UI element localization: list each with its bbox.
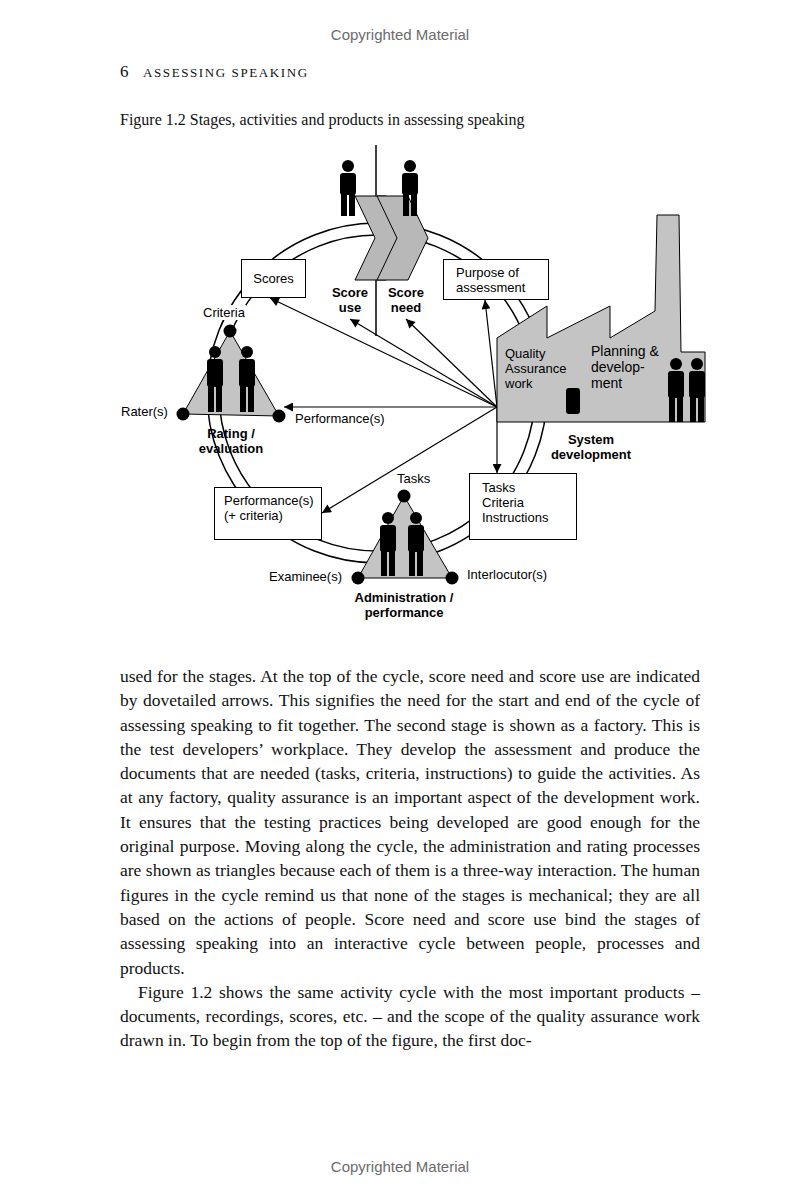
- person-figure: [417, 549, 423, 576]
- vertex-dot: [352, 572, 365, 585]
- node-text: Scores: [253, 271, 293, 286]
- person-figure: [380, 525, 396, 552]
- factory-shape: Quality Assurance work Planning & develop…: [497, 215, 707, 422]
- vertex-dot: [446, 572, 459, 585]
- person-figure: [670, 358, 682, 370]
- activity-arrow: [284, 406, 497, 407]
- vertex-label: Examinee(s): [268, 569, 343, 584]
- node-text: Rating / evaluation: [178, 426, 284, 456]
- person-figure: [207, 359, 223, 387]
- product-box: Scores: [241, 259, 306, 298]
- node-text: Score use: [330, 285, 370, 315]
- triangle-shape: [183, 331, 279, 416]
- vertex-label: Performance(s): [294, 411, 386, 426]
- node-text: Tasks Criteria Instructions: [482, 480, 554, 525]
- person-figure: [404, 160, 416, 172]
- person-figure: [410, 512, 422, 524]
- person-figure: [240, 384, 246, 412]
- person-figure: [341, 191, 347, 216]
- person-figure: [690, 395, 696, 422]
- person-figure: [241, 346, 253, 358]
- person-figure: [389, 549, 395, 576]
- administration-triangle: Administration / performance: [342, 490, 466, 622]
- person-figure: [668, 371, 684, 398]
- body-paragraph: used for the stages. At the top of the c…: [120, 664, 700, 980]
- activity-arrow: [350, 319, 497, 407]
- person-figure: [409, 549, 415, 576]
- person-figure: [216, 384, 222, 412]
- running-head: ASSESSING SPEAKING: [143, 65, 309, 81]
- body-paragraph: Figure 1.2 shows the same activity cycle…: [120, 980, 700, 1053]
- activity-arrow: [485, 300, 497, 407]
- vertex-label: Rater(s): [120, 404, 169, 419]
- dovetail-arrow: [377, 196, 428, 280]
- vertex-label: Interlocutor(s): [466, 567, 548, 582]
- stage-label: System development: [546, 432, 636, 462]
- activity-arrow: [406, 319, 497, 407]
- vertex-dot: [177, 408, 190, 421]
- figure-caption: Figure 1.2 Stages, activities and produc…: [120, 111, 524, 129]
- node-text: Performance(s) (+ criteria): [224, 493, 314, 523]
- vertex-label: Criteria: [202, 305, 246, 320]
- person-figure: [209, 346, 221, 358]
- watermark: Copyrighted Material: [0, 26, 800, 43]
- person-figure: [408, 525, 424, 552]
- rating-triangle: Rating / evaluation: [178, 326, 284, 458]
- product-box: Performance(s) (+ criteria): [214, 487, 322, 540]
- score-label: Score need: [384, 283, 428, 317]
- node-text: Score need: [386, 285, 426, 315]
- activity-text: Quality Assurance work: [505, 346, 571, 391]
- factory-shape: [497, 215, 705, 422]
- person-figure: [239, 359, 255, 387]
- triangle-shape: [358, 496, 452, 578]
- person-figure: [403, 191, 409, 216]
- person-figure: [382, 512, 394, 524]
- vertex-dot: [273, 410, 286, 423]
- person-figure: [381, 549, 387, 576]
- person-figure: [411, 191, 417, 216]
- node-text: Administration / performance: [342, 590, 466, 620]
- person-figure: [698, 395, 704, 422]
- person-figure: [689, 371, 705, 398]
- person-figure: [691, 358, 703, 370]
- page-number: 6: [120, 62, 129, 82]
- activity-text: Planning & develop- ment: [591, 343, 669, 391]
- vertex-dot: [398, 490, 411, 503]
- product-box: Tasks Criteria Instructions: [469, 473, 577, 540]
- person-figure: [677, 395, 683, 422]
- product-box: Purpose of assessment: [443, 259, 549, 300]
- vertex-label: Tasks: [396, 471, 431, 486]
- node-text: Purpose of assessment: [456, 265, 541, 295]
- activity-arrow: [270, 298, 497, 407]
- person-figure: [669, 395, 675, 422]
- person-figure: [208, 384, 214, 412]
- score-label: Score use: [328, 283, 372, 317]
- watermark: Copyrighted Material: [0, 1158, 800, 1175]
- person-figure: [349, 191, 355, 216]
- factory-door: [566, 388, 580, 414]
- person-figure: [342, 160, 354, 172]
- vertex-dot: [224, 325, 237, 338]
- person-figure: [248, 384, 254, 412]
